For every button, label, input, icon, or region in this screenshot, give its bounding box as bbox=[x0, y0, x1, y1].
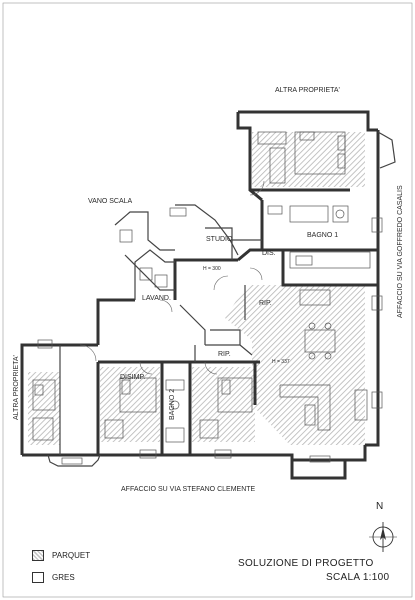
room-label-bagno2: BAGNO 2 bbox=[169, 389, 176, 420]
room-label-rip-upper: RIP. bbox=[259, 300, 272, 307]
parquet-bedroom-center bbox=[192, 367, 255, 442]
scale-label: SCALA 1:100 bbox=[326, 572, 390, 583]
windows bbox=[37, 217, 383, 465]
gres-swatch bbox=[32, 571, 44, 583]
parquet-bedroom-left bbox=[100, 367, 160, 442]
legend-item-parquet: PARQUET bbox=[32, 548, 90, 562]
legend-label-parquet: PARQUET bbox=[52, 550, 91, 560]
legend-item-gres: GRES bbox=[32, 570, 90, 584]
facade-right-label: AFFACCIO SU VIA GOFFREDO CASALIS bbox=[397, 185, 404, 318]
parquet-floor-areas bbox=[28, 132, 365, 445]
inner-walls bbox=[59, 204, 262, 455]
room-label-bagno1: BAGNO 1 bbox=[307, 232, 338, 239]
room-label-dis: DIS. bbox=[262, 250, 276, 257]
legend-label-gres: GRES bbox=[52, 572, 75, 582]
parquet-small-room bbox=[28, 372, 60, 445]
room-label-studio: STUDIO bbox=[206, 236, 233, 243]
north-arrow bbox=[369, 522, 397, 552]
neighbor-left-label: ALTRA PROPRIETA' bbox=[13, 355, 20, 420]
parquet-master-bedroom bbox=[252, 132, 365, 187]
stair-label: VANO SCALA bbox=[88, 198, 133, 205]
room-label-rip-lower: RIP. bbox=[218, 351, 231, 358]
height-label-living: H = 337 bbox=[272, 359, 290, 365]
room-label-disimp: DISIMP. bbox=[120, 374, 145, 381]
north-label: N bbox=[376, 501, 384, 512]
door-swings bbox=[79, 180, 265, 375]
facade-bottom-label: AFFACCIO SU VIA STEFANO CLEMENTE bbox=[121, 486, 256, 493]
fixtures bbox=[32, 131, 371, 443]
title-block: SOLUZIONE DI PROGETTO SCALA 1:100 bbox=[238, 558, 408, 583]
room-label-lavand: LAVAND. bbox=[142, 295, 171, 302]
outer-walls bbox=[20, 110, 396, 480]
parquet-swatch bbox=[32, 549, 44, 561]
neighbor-top-label: ALTRA PROPRIETA' bbox=[275, 87, 340, 94]
project-title: SOLUZIONE DI PROGETTO bbox=[238, 558, 374, 569]
height-label-studio: H = 300 bbox=[203, 266, 221, 272]
legend: PARQUET GRES bbox=[32, 548, 90, 592]
